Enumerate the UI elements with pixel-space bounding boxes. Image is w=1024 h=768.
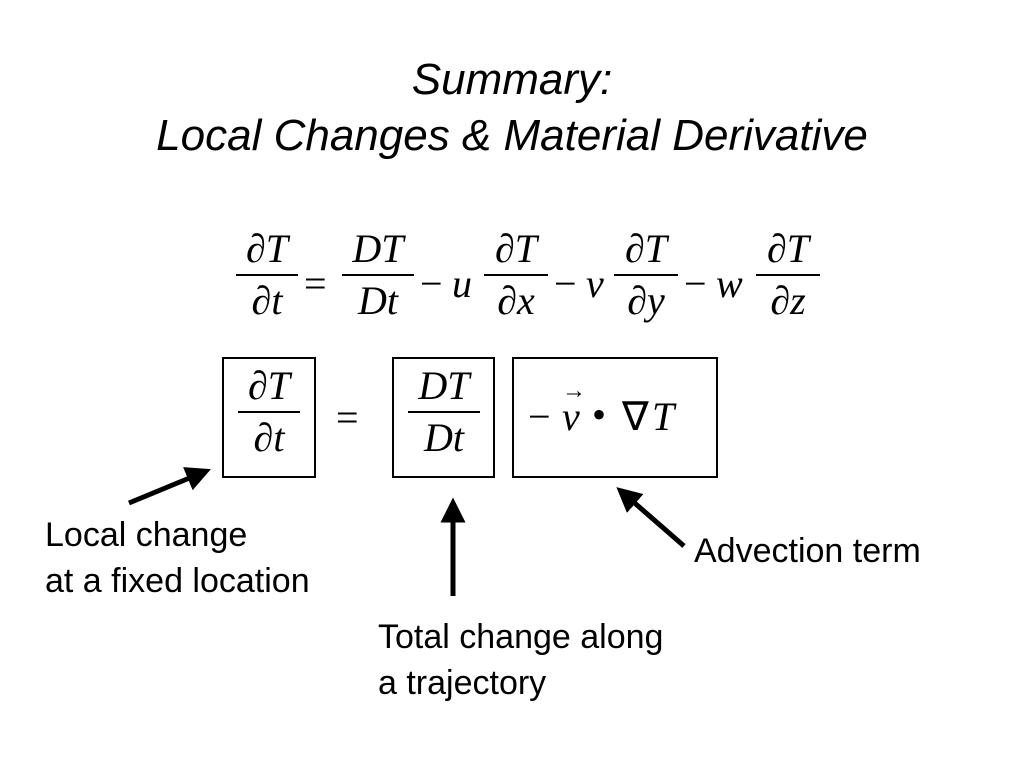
w-coefficient: w [716,261,743,306]
advection-box: − → v • ∇ T [512,357,718,478]
dot-product-icon: • [592,392,607,437]
equals-sign: = [304,261,327,306]
total-derivative-fraction: DT Dt [342,228,414,322]
advection-T: T [652,394,675,439]
local-change-label: Local change at a fixed location [45,512,310,604]
x-derivative-fraction: ∂T ∂x [484,228,548,322]
local-change-label-line-1: Local change [45,516,248,554]
total-change-box: DT Dt [392,357,495,478]
u-coefficient: u [452,261,472,306]
minus-sign: − [684,261,707,306]
z-numerator: ∂T [766,226,809,271]
local-denominator: ∂t [253,415,285,460]
local-change-arrow [128,467,211,506]
total-change-label: Total change along a trajectory [378,614,663,706]
boxed-total-denominator: Dt [424,415,464,460]
z-derivative-fraction: ∂T ∂z [756,228,820,322]
minus-sign: − [420,261,443,306]
fraction-bar [238,411,300,413]
advection-arrow [616,487,686,548]
vector-arrow-icon: → [562,378,586,404]
x-numerator: ∂T [494,226,537,271]
total-change-label-line-2: a trajectory [378,664,547,702]
y-numerator: ∂T [624,226,667,271]
fraction-bar [614,274,678,276]
y-derivative-fraction: ∂T ∂y [614,228,678,322]
advection-term-label: Advection term [694,532,921,570]
boxed-total-fraction: DT Dt [408,365,480,459]
fraction-bar [408,411,480,413]
boxed-total-numerator: DT [418,363,470,408]
v-coefficient: v [586,261,604,306]
local-change-box: ∂T ∂t [222,357,316,478]
total-denominator: Dt [358,278,398,323]
nabla-icon: ∇ [622,394,649,439]
minus-sign: − [554,261,577,306]
advection-minus: − [528,394,551,439]
x-denominator: ∂x [497,278,535,323]
total-numerator: DT [352,226,404,271]
lhs-numerator: ∂T [245,226,288,271]
z-denominator: ∂z [770,278,806,323]
slide-title: Summary: Local Changes & Material Deriva… [0,52,1024,164]
boxed-equals-sign: = [336,395,359,440]
fraction-bar [756,274,820,276]
lhs-denominator: ∂t [251,278,283,323]
velocity-vector: v [562,394,580,439]
title-line-1: Summary: [411,55,613,104]
fraction-bar [484,274,548,276]
local-numerator: ∂T [247,363,290,408]
total-change-label-line-1: Total change along [378,618,664,656]
local-change-label-line-2: at a fixed location [45,562,310,600]
local-fraction: ∂T ∂t [238,365,300,459]
y-denominator: ∂y [627,278,665,323]
fraction-bar [342,274,414,276]
fraction-bar [236,274,298,276]
lhs-fraction: ∂T ∂t [236,228,298,322]
title-line-2: Local Changes & Material Derivative [156,111,868,160]
